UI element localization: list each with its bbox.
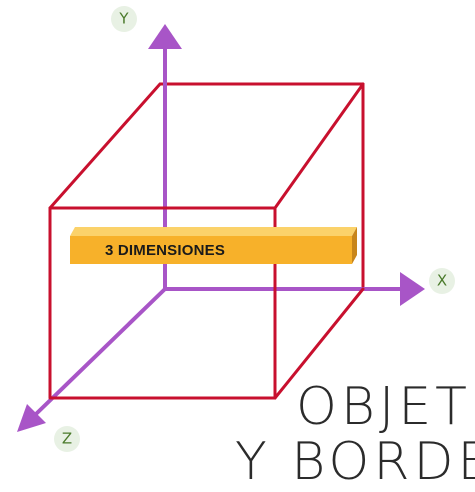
y-axis-arrowhead bbox=[148, 24, 182, 49]
banner-label: 3 DIMENSIONES bbox=[104, 241, 226, 259]
banner-side bbox=[352, 227, 357, 264]
z-axis-label: Z bbox=[61, 429, 73, 448]
y-axis-label: Y bbox=[119, 9, 129, 28]
cube-back-bottom bbox=[273, 287, 365, 400]
z-axis bbox=[34, 287, 167, 416]
banner-front bbox=[70, 236, 352, 264]
x-label-circle bbox=[429, 268, 455, 294]
cube-front-face bbox=[48, 206, 277, 400]
y-label-circle bbox=[111, 6, 137, 32]
x-axis-arrowhead bbox=[400, 272, 425, 306]
z-axis-arrowhead bbox=[17, 404, 46, 432]
headline-line-1: OBJET bbox=[296, 377, 471, 437]
cube-diagram: Y X Z 3 DIMENSIONES OBJET Y BORDE bbox=[17, 6, 475, 488]
cube-depth-edges-top bbox=[48, 82, 365, 210]
z-label-circle bbox=[54, 426, 80, 452]
dimension-banner bbox=[70, 227, 357, 264]
headline-line-2: Y BORDE bbox=[235, 432, 475, 492]
diagram-canvas bbox=[17, 6, 455, 452]
banner-top bbox=[70, 227, 357, 236]
x-axis-label: X bbox=[436, 271, 448, 290]
